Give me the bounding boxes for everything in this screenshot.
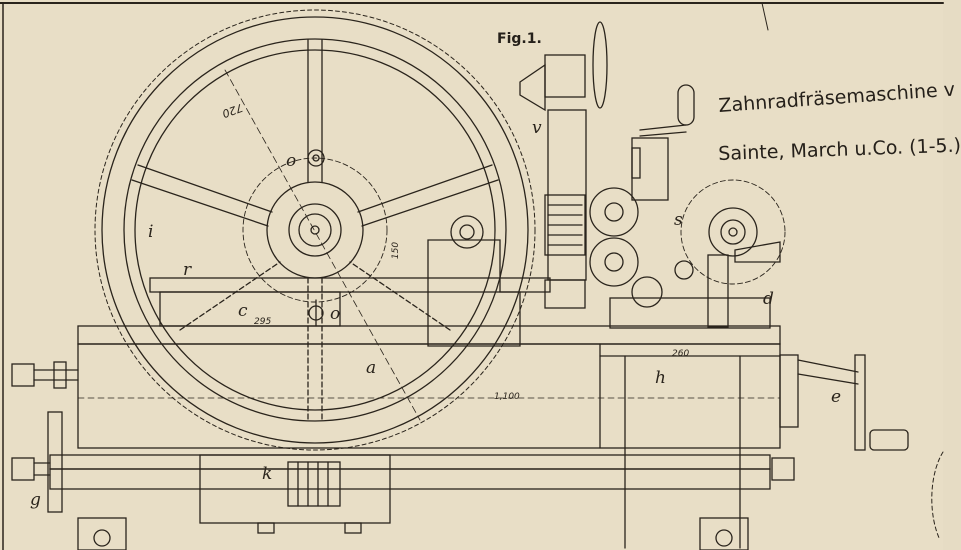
bevel-gear <box>519 63 546 112</box>
figure-label: Fig.1. <box>497 31 542 47</box>
part-label-g: g <box>30 490 41 510</box>
bed-body <box>77 343 781 449</box>
gear-spokes <box>131 39 499 421</box>
cutter-spindle-v <box>519 21 608 309</box>
hub-dashed-circle <box>242 157 388 303</box>
feed-crank-e <box>771 354 944 541</box>
upper-shaft-nut <box>11 363 35 387</box>
gear-wheel-i <box>94 9 536 451</box>
upper-o-bolt <box>307 149 325 167</box>
dimension-1100: 1,100 <box>494 392 520 402</box>
gear-shaft <box>298 213 332 247</box>
sheet-fold <box>761 2 769 31</box>
machine-bed-a <box>77 325 781 549</box>
gear-center <box>310 225 320 235</box>
belt-pulley <box>592 21 608 109</box>
rail-r <box>149 277 551 293</box>
gear-rim-web <box>134 49 496 411</box>
gear-upper <box>589 187 639 237</box>
lower-rail-top <box>49 454 771 470</box>
gear-rim-inner <box>123 38 507 422</box>
cutter-hob <box>544 194 586 256</box>
carriage-body <box>199 454 391 524</box>
footing-left <box>77 517 127 550</box>
table-dashed-circle <box>680 179 786 285</box>
gear-pitch-circle <box>94 9 536 451</box>
part-label-h: h <box>655 368 666 388</box>
slide-c <box>149 215 551 347</box>
part-label-o-lower: o <box>330 304 341 324</box>
carriage-k <box>49 454 771 534</box>
dimension-260: 260 <box>672 349 690 359</box>
bracket-nut <box>450 215 484 249</box>
table-d <box>680 179 786 328</box>
slide-body <box>159 291 341 327</box>
bracket-nut-hole <box>459 224 475 240</box>
crank-handle <box>639 84 695 137</box>
lower-shaft-nut <box>11 457 35 481</box>
bracket <box>427 239 521 347</box>
gear-knob <box>674 260 694 280</box>
bed-top-rail <box>77 325 781 345</box>
footing-right-bolt <box>715 529 733 547</box>
radius-line <box>224 69 421 421</box>
dimension-150: 150 <box>391 241 402 260</box>
spindle-head <box>544 54 586 98</box>
part-label-i: i <box>148 222 154 242</box>
left-bracket <box>47 411 63 513</box>
table-arm <box>734 241 781 263</box>
carriage-rack <box>287 461 341 507</box>
dimension-295: 295 <box>254 317 272 327</box>
gear-hub <box>266 181 364 279</box>
spindle-base <box>544 279 586 309</box>
gear-train <box>589 137 771 329</box>
upper-o-bolt-center <box>312 154 320 162</box>
table-base <box>609 297 771 329</box>
part-label-c: c <box>238 301 248 321</box>
gear-lower <box>589 237 639 287</box>
gear-rim-outer <box>101 16 529 444</box>
table-disc <box>708 207 758 257</box>
carriage-bolt-right <box>344 522 362 534</box>
crank-knob <box>677 84 695 126</box>
table-screw <box>707 254 729 328</box>
feed-crank-arm <box>779 354 799 428</box>
part-label-v: v <box>532 118 542 138</box>
left-shafts-g <box>11 361 79 513</box>
gear-small <box>631 276 663 308</box>
part-label-e: e <box>831 387 842 407</box>
part-label-a: a <box>366 358 377 378</box>
worm-housing <box>631 137 669 201</box>
part-label-d: d <box>763 289 774 309</box>
carriage-bolt-left <box>257 522 275 534</box>
part-label-k: k <box>262 464 273 484</box>
part-label-s: s <box>674 210 683 230</box>
part-label-r: r <box>183 260 192 280</box>
footing-left-bolt <box>93 529 111 547</box>
part-label-o-upper: o <box>286 151 297 171</box>
feed-crank-grip <box>869 429 909 451</box>
footing-right <box>699 517 749 550</box>
gear-boss <box>288 203 342 257</box>
right-shaft-nut <box>771 457 795 481</box>
lower-rail-bottom <box>49 468 771 490</box>
